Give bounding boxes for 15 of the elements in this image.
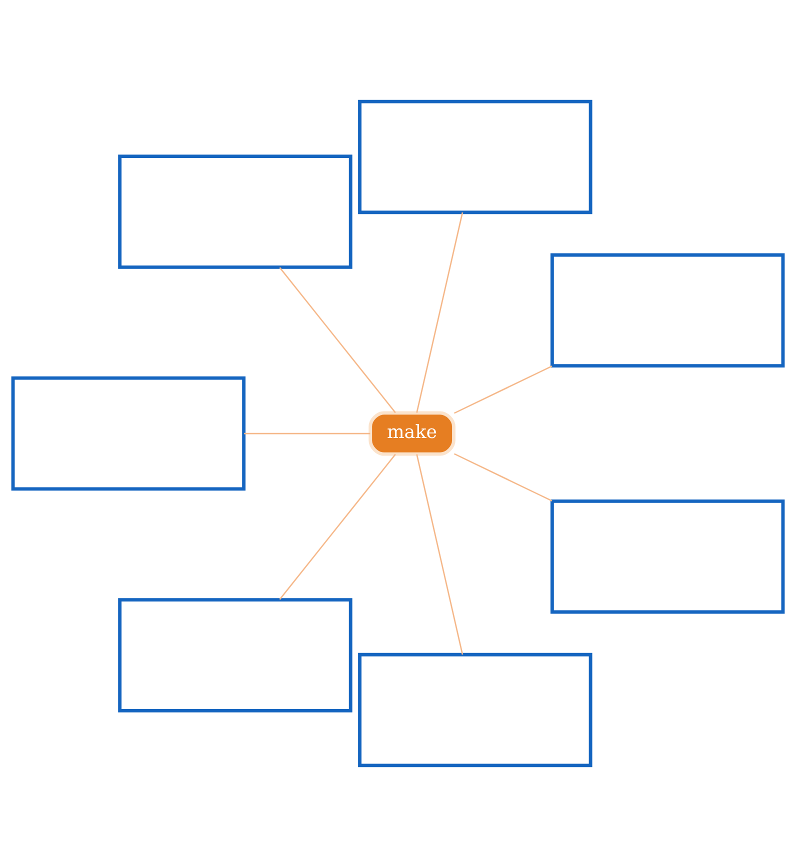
- connector: [454, 365, 552, 414]
- node-box: [550, 252, 785, 368]
- node-box: make: [368, 410, 456, 456]
- connector: [279, 266, 396, 413]
- node-box: [358, 99, 592, 214]
- connector: [279, 453, 396, 600]
- node-box: [118, 598, 352, 712]
- connector: [416, 212, 464, 412]
- connector: [454, 452, 552, 501]
- node-box: [11, 376, 246, 490]
- connector: [244, 432, 370, 434]
- node-box: [118, 154, 352, 268]
- node-box: [550, 498, 785, 614]
- node-box: [358, 652, 592, 767]
- connector: [416, 454, 464, 654]
